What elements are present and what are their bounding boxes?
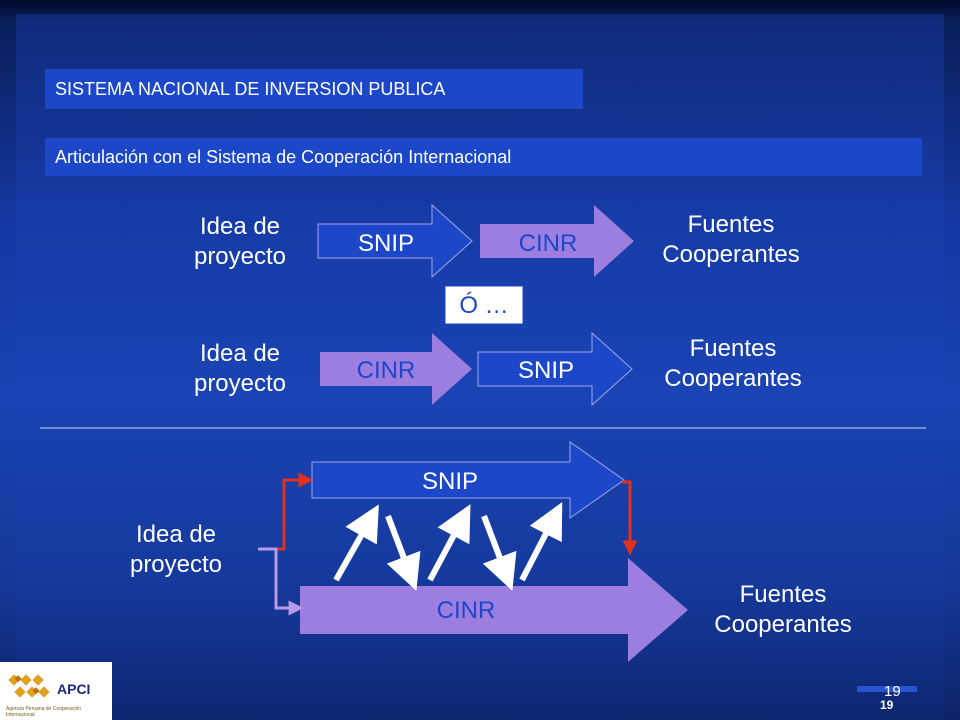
flow2-start-line2: proyecto bbox=[193, 370, 287, 397]
flow2-snip-label: SNIP bbox=[518, 357, 574, 384]
apci-logo-mark-icon bbox=[8, 674, 50, 698]
flow1-start-line2: proyecto bbox=[193, 243, 287, 270]
alternative-label: Ó … bbox=[459, 292, 508, 319]
flow3-cinr-arrow bbox=[300, 558, 688, 662]
page-subtitle: Articulación con el Sistema de Cooperaci… bbox=[55, 146, 512, 167]
flow3-snip-arrow bbox=[311, 441, 625, 519]
flow3-start-line2: proyecto bbox=[129, 551, 223, 578]
flow2-cinr-arrow bbox=[320, 333, 472, 405]
page-number-bar bbox=[857, 686, 917, 692]
flow1-cinr-arrow bbox=[480, 205, 634, 277]
interaction-arrow-down-2 bbox=[481, 514, 517, 591]
flow3-end-line2: Cooperantes bbox=[714, 611, 852, 638]
flow3-snip-label: SNIP bbox=[422, 468, 478, 495]
title-banner: SISTEMA NACIONAL DE INVERSION PUBLICA bbox=[45, 69, 583, 109]
flow1-end-label: Fuentes Cooperantes bbox=[646, 210, 816, 270]
page-number-footer: 19 bbox=[880, 698, 894, 712]
flow1-end-line1: Fuentes bbox=[687, 211, 775, 238]
flow2-end-line2: Cooperantes bbox=[664, 365, 802, 392]
flow1-snip-label: SNIP bbox=[358, 230, 414, 257]
flow1-start-line1: Idea de bbox=[199, 213, 281, 240]
apci-logo-tagline: Agencia Peruana de Cooperación Internaci… bbox=[6, 706, 82, 718]
flow2-snip-arrow bbox=[477, 331, 633, 407]
page-number: 19 bbox=[884, 683, 901, 700]
interaction-arrow-up-3 bbox=[519, 502, 563, 582]
flow3-end-line1: Fuentes bbox=[739, 581, 827, 608]
interaction-arrow-down-1 bbox=[385, 514, 421, 591]
flow1-snip-arrow bbox=[317, 203, 473, 279]
interaction-arrow-up-2 bbox=[427, 504, 471, 582]
flow2-end-label: Fuentes Cooperantes bbox=[648, 334, 818, 394]
lilac-connector-to-cinr bbox=[258, 547, 304, 616]
interaction-arrow-up-1 bbox=[333, 504, 379, 582]
apci-logo-name: APCI bbox=[57, 681, 91, 697]
subtitle-banner: Articulación con el Sistema de Cooperaci… bbox=[45, 138, 922, 176]
flow3-cinr-label: CINR bbox=[437, 597, 496, 624]
flow1-start-label: Idea de proyecto bbox=[180, 212, 300, 272]
flow3-start-line1: Idea de bbox=[135, 521, 217, 548]
apci-logo bbox=[0, 662, 112, 720]
alternative-box bbox=[444, 285, 524, 325]
flow3-end-label: Fuentes Cooperantes bbox=[698, 580, 868, 640]
page-title: SISTEMA NACIONAL DE INVERSION PUBLICA bbox=[55, 78, 446, 99]
flow1-end-line2: Cooperantes bbox=[662, 241, 800, 268]
flow2-start-label: Idea de proyecto bbox=[180, 339, 300, 399]
flow2-start-line1: Idea de bbox=[199, 340, 281, 367]
red-connector-to-snip bbox=[258, 472, 314, 551]
flow3-start-label: Idea de proyecto bbox=[116, 520, 236, 580]
flow2-cinr-label: CINR bbox=[357, 357, 416, 384]
red-connector-snip-to-cinr bbox=[622, 480, 638, 556]
flow1-cinr-label: CINR bbox=[519, 230, 578, 257]
flow2-end-line1: Fuentes bbox=[689, 335, 777, 362]
